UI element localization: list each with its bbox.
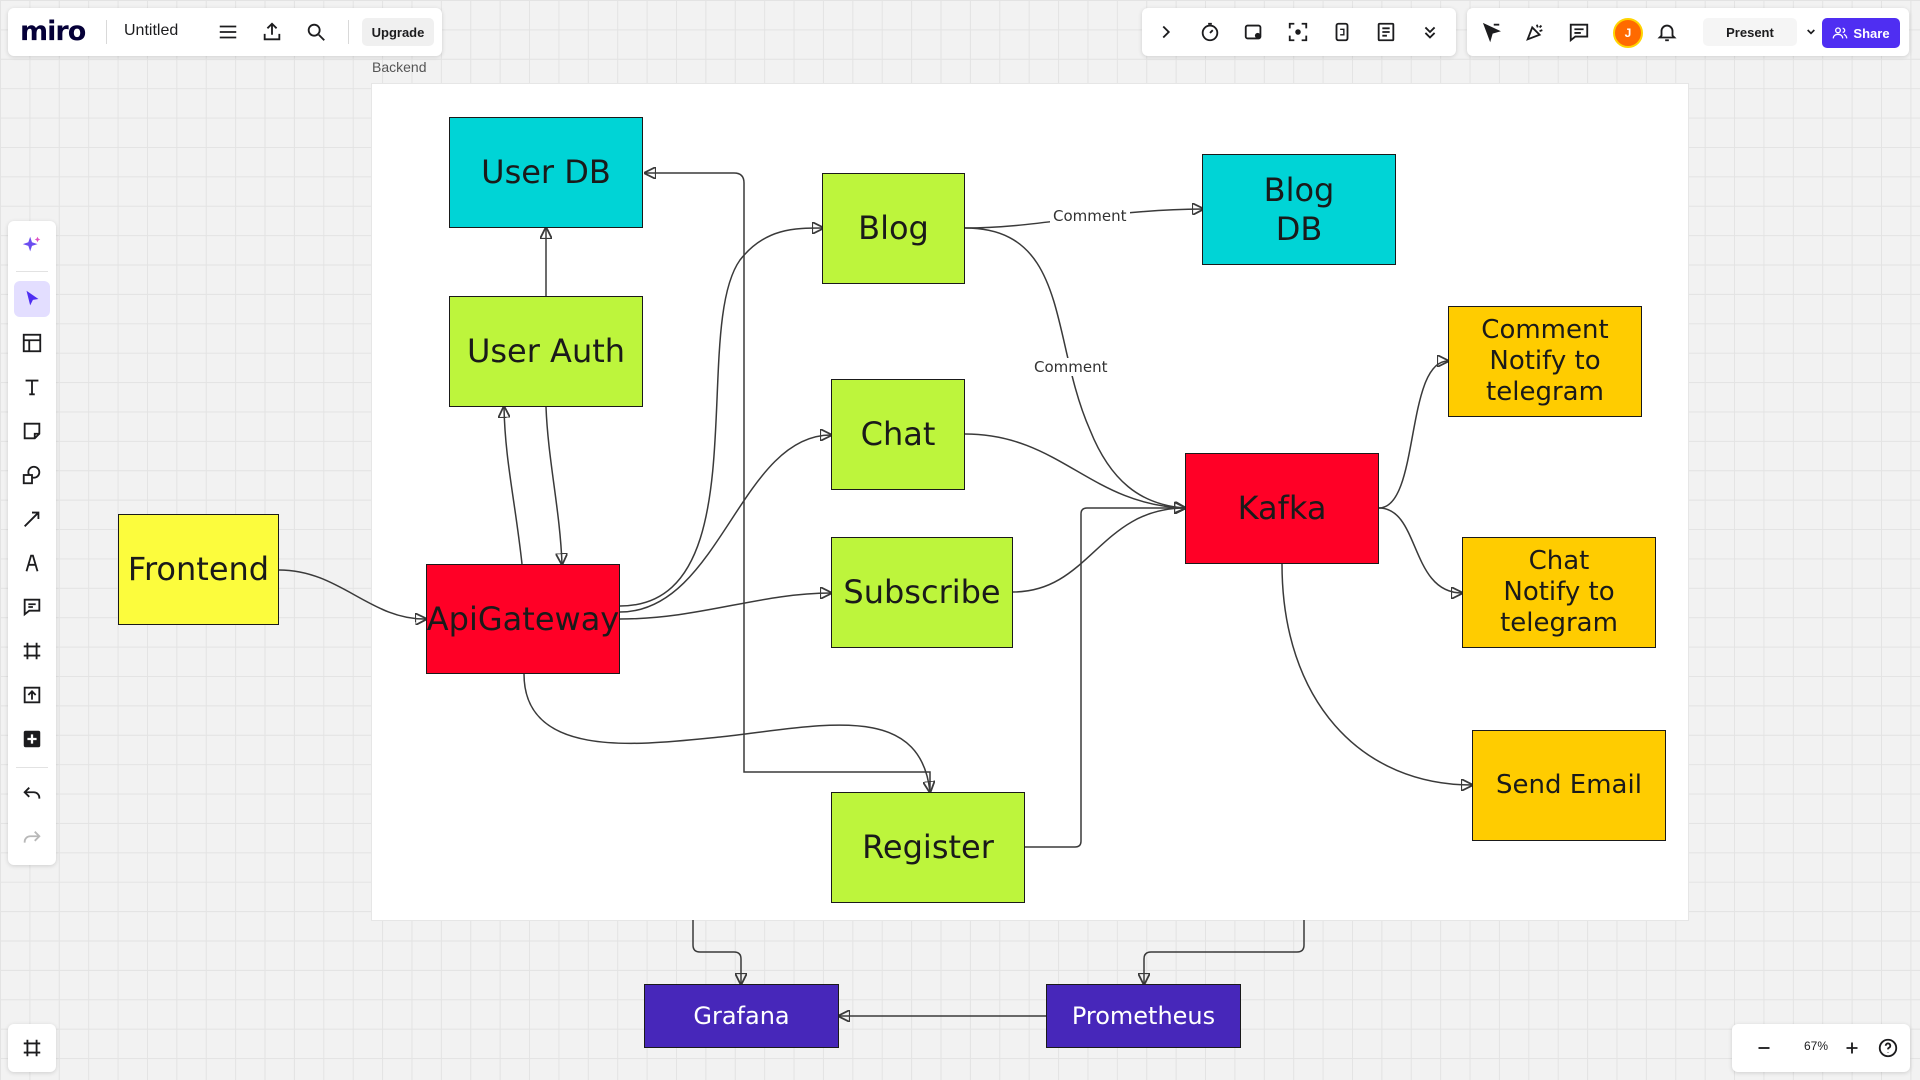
- collaboration-toolbar: [1142, 8, 1456, 56]
- pen-icon[interactable]: [14, 545, 50, 581]
- node-comment-notify[interactable]: Comment Notify to telegram: [1448, 306, 1642, 417]
- upgrade-button[interactable]: Upgrade: [362, 18, 434, 46]
- miro-logo[interactable]: miro: [20, 16, 86, 47]
- zoom-in-icon[interactable]: [1834, 1030, 1870, 1066]
- bell-icon[interactable]: [1649, 14, 1685, 50]
- node-subscribe[interactable]: Subscribe: [831, 537, 1013, 648]
- frame-icon[interactable]: [14, 633, 50, 669]
- frames-panel-toggle: [8, 1024, 56, 1072]
- node-user-auth[interactable]: User Auth: [449, 296, 643, 407]
- edge-frame-grafana: [692, 920, 741, 984]
- edge-label-comment[interactable]: Comment: [1050, 207, 1130, 225]
- connector-line-icon[interactable]: [14, 501, 50, 537]
- node-grafana[interactable]: Grafana: [644, 984, 839, 1048]
- edge-label-comment[interactable]: Comment: [1031, 358, 1111, 376]
- templates-icon[interactable]: [14, 325, 50, 361]
- divider: [16, 767, 48, 768]
- focus-icon[interactable]: [1280, 14, 1316, 50]
- menu-icon[interactable]: [210, 14, 246, 50]
- users-icon: [1833, 27, 1848, 39]
- export-icon[interactable]: [254, 14, 290, 50]
- timer-icon[interactable]: [1192, 14, 1228, 50]
- upload-icon[interactable]: [14, 677, 50, 713]
- chevron-double-down-icon[interactable]: [1412, 14, 1448, 50]
- shapes-icon[interactable]: [14, 457, 50, 493]
- cursor-flag-icon[interactable]: [1473, 14, 1509, 50]
- share-button[interactable]: Share: [1822, 18, 1900, 48]
- comments-icon[interactable]: [1561, 14, 1597, 50]
- node-blog[interactable]: Blog: [822, 173, 965, 284]
- node-blog-db[interactable]: Blog DB: [1202, 154, 1396, 265]
- frames-list-icon[interactable]: [14, 1030, 50, 1066]
- select-cursor-icon[interactable]: [14, 281, 50, 317]
- undo-icon[interactable]: [14, 777, 50, 813]
- zoom-controls: 67%: [1732, 1024, 1910, 1072]
- node-user-db[interactable]: User DB: [449, 117, 643, 228]
- node-chat-notify[interactable]: Chat Notify to telegram: [1462, 537, 1656, 648]
- edge-frame-prometheus: [1144, 920, 1305, 984]
- divider: [106, 20, 107, 44]
- video-icon[interactable]: [1236, 14, 1272, 50]
- node-kafka[interactable]: Kafka: [1185, 453, 1379, 564]
- search-icon[interactable]: [298, 14, 334, 50]
- node-chat[interactable]: Chat: [831, 379, 965, 490]
- divider: [348, 20, 349, 44]
- comment-icon[interactable]: [14, 589, 50, 625]
- creation-toolbar: [8, 221, 56, 865]
- notes-icon[interactable]: [1368, 14, 1404, 50]
- board-header-panel: miro Untitled Upgrade: [8, 8, 442, 56]
- celebrate-icon[interactable]: [1517, 14, 1553, 50]
- board-name[interactable]: Untitled: [124, 22, 179, 39]
- zoom-out-icon[interactable]: [1746, 1030, 1782, 1066]
- node-api-gateway[interactable]: ApiGateway: [426, 564, 620, 674]
- zoom-level[interactable]: 67%: [1803, 1039, 1829, 1053]
- help-icon[interactable]: [1870, 1030, 1906, 1066]
- share-label: Share: [1853, 25, 1890, 41]
- node-frontend[interactable]: Frontend: [118, 514, 279, 625]
- present-button[interactable]: Present: [1703, 18, 1797, 46]
- share-toolbar: J Present Share: [1467, 8, 1909, 56]
- chevron-down-icon[interactable]: [1797, 18, 1825, 46]
- text-icon[interactable]: [14, 369, 50, 405]
- chevron-right-icon[interactable]: [1148, 14, 1184, 50]
- frame-title[interactable]: Backend: [372, 59, 427, 75]
- node-send-email[interactable]: Send Email: [1472, 730, 1666, 841]
- avatar[interactable]: J: [1613, 18, 1643, 48]
- more-apps-icon[interactable]: [14, 721, 50, 757]
- sticky-note-icon[interactable]: [14, 413, 50, 449]
- node-register[interactable]: Register: [831, 792, 1025, 903]
- voting-icon[interactable]: [1324, 14, 1360, 50]
- ai-sparkle-icon[interactable]: [14, 227, 50, 263]
- redo-icon[interactable]: [14, 821, 50, 857]
- divider: [16, 271, 48, 272]
- node-prometheus[interactable]: Prometheus: [1046, 984, 1241, 1048]
